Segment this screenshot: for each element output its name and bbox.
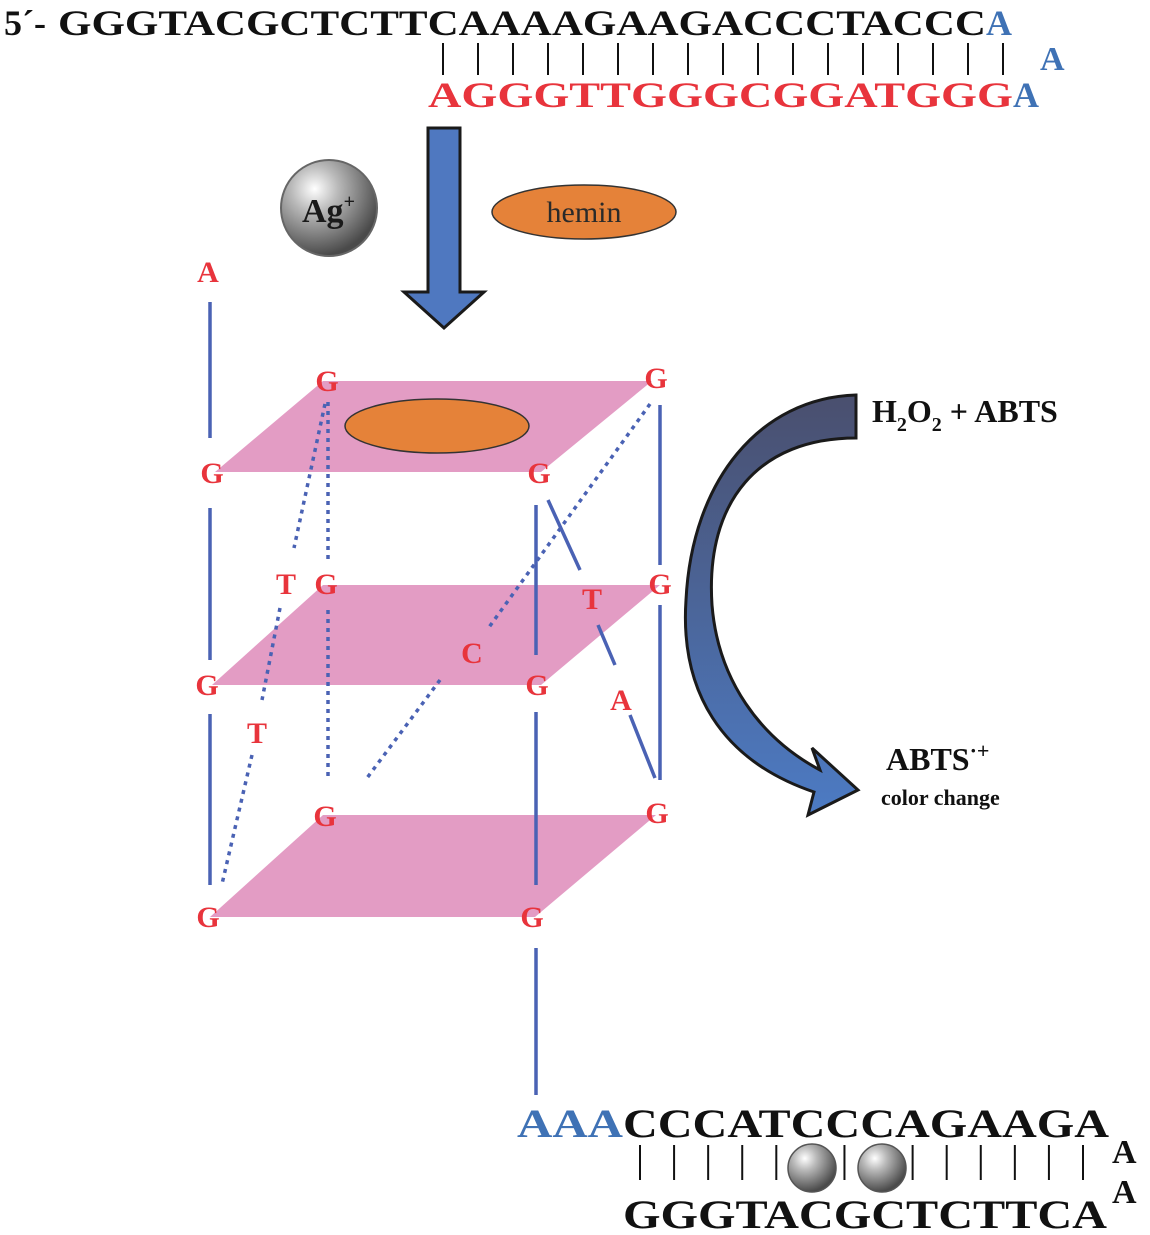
base-g: G xyxy=(200,457,223,490)
bottom-strand-bottom: GGGTACGCTCTTCA xyxy=(623,1192,1107,1235)
base-t: T xyxy=(276,568,296,601)
top-duplex: 5´-GGGTACGCTCTTCAAAAGAAGACCCTACCCA A AGG… xyxy=(4,3,1065,115)
base-a: A xyxy=(610,684,632,717)
product-label: ABTS·+ xyxy=(886,738,989,777)
strand-backbone xyxy=(208,302,662,1095)
top-strand-red: AGGGTTGGGCGGATGGGA xyxy=(428,75,1039,115)
silver-ion-label: Ag+ xyxy=(302,191,355,230)
down-arrow xyxy=(400,126,488,331)
silver-ion-bound xyxy=(787,1143,837,1193)
bottom-top-sequence: CCCATCCCAGAAGA xyxy=(623,1101,1109,1146)
red-strand-end-a: A xyxy=(1013,75,1039,115)
color-change-label: color change xyxy=(881,785,1000,810)
base-g: G xyxy=(313,800,336,833)
ag-symbol: Ag xyxy=(302,193,344,230)
bottom-strand-top: AAACCCATCCCAGAAGA xyxy=(517,1101,1109,1146)
abts-substrate: + ABTS xyxy=(942,393,1058,429)
product-name: ABTS xyxy=(886,741,970,777)
base-g: G xyxy=(525,669,548,702)
five-prime-label: 5´- xyxy=(4,3,46,43)
ag-charge: + xyxy=(344,191,355,213)
hemin-label: hemin xyxy=(547,196,622,229)
silver-ion-bound xyxy=(857,1143,907,1193)
aaa-linker: AAA xyxy=(517,1101,623,1146)
base-t: T xyxy=(247,717,267,750)
bottom-duplex: AAACCCATCCCAGAAGA A A GGGTACGCTCTTCA xyxy=(517,1101,1137,1235)
top-strand-end-a: A xyxy=(986,3,1012,43)
base-a-top: A xyxy=(197,256,219,289)
g-quartet-plane-bottom xyxy=(210,815,656,917)
base-t: T xyxy=(582,583,602,616)
base-g: G xyxy=(196,901,219,934)
base-g: G xyxy=(314,568,337,601)
top-strand-sequence: 5´- GGGTACGCTCTTCAAAAGAAGACCCTACCCA xyxy=(4,3,1012,43)
hemin: hemin xyxy=(491,184,677,240)
top-base-pair-ticks xyxy=(442,43,1004,75)
h-subscript: 2 xyxy=(897,414,907,436)
o-subscript: 2 xyxy=(932,414,942,436)
g-quadruplex: A G G G G T G G T C G G A T G G G G xyxy=(195,256,672,1095)
base-c: C xyxy=(461,637,483,670)
base-g: G xyxy=(520,901,543,934)
base-g: G xyxy=(648,568,671,601)
h-symbol: H xyxy=(872,393,897,429)
o-symbol: O xyxy=(907,393,932,429)
bottom-loop-a1: A xyxy=(1112,1134,1137,1171)
bottom-loop-a2: A xyxy=(1112,1174,1137,1211)
catalytic-curved-arrow xyxy=(683,393,861,818)
top-loop-a: A xyxy=(1040,41,1065,78)
substrate-label: H2O2 + ABTS xyxy=(872,393,1058,436)
product-charge: ·+ xyxy=(970,738,990,763)
hemin-ellipse xyxy=(491,184,677,240)
base-g: G xyxy=(527,457,550,490)
loop-connections xyxy=(220,402,652,885)
bound-hemin xyxy=(344,398,530,454)
silver-ion: Ag+ xyxy=(280,159,378,257)
base-g: G xyxy=(315,365,338,398)
top-strand-black: GGGTACGCTCTTCAAAAGAAGACCCTACCC xyxy=(58,3,986,43)
red-sequence: AGGGTTGGGCGGATGGG xyxy=(428,75,1013,115)
silver-ion-sphere xyxy=(280,159,378,257)
g-quartet-plane-middle xyxy=(212,585,660,685)
base-g: G xyxy=(645,797,668,830)
base-g: G xyxy=(644,362,667,395)
base-g: G xyxy=(195,669,218,702)
